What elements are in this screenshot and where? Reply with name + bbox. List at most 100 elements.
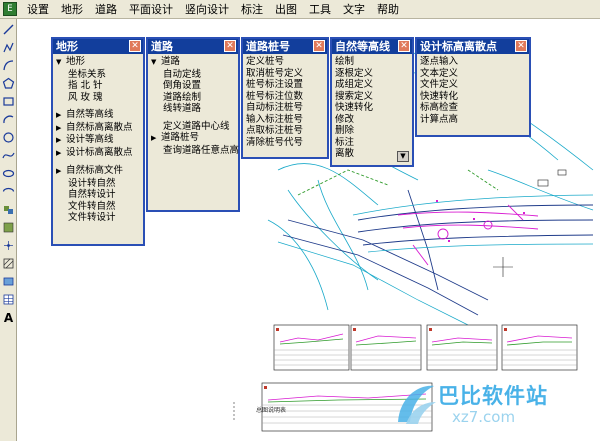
rectangle-tool-icon[interactable] xyxy=(1,94,16,109)
terrain-submenu[interactable]: ▶自然等高线 xyxy=(56,109,114,120)
menu-road[interactable]: 道路 xyxy=(95,2,117,16)
circle-tool-icon[interactable] xyxy=(1,130,16,145)
terrain-item[interactable]: 指 北 针 xyxy=(68,80,103,91)
contour-item[interactable]: 修改 xyxy=(335,113,355,125)
elevation-item[interactable]: 快速转化 xyxy=(420,90,459,102)
terrain-item[interactable]: 文件转自然 xyxy=(68,200,116,212)
elevation-palette: 设计标高离散点 ✕ 逐点输入 文本定义 文件定义 快速转化 标高检查 计算点高 xyxy=(415,37,531,137)
road-submenu[interactable]: ▶道路桩号 xyxy=(151,132,200,143)
stake-item[interactable]: 点取标注桩号 xyxy=(246,125,304,136)
road-item[interactable]: 道路绘制 xyxy=(163,91,202,103)
watermark-url: xz7.com xyxy=(452,408,516,426)
menu-settings[interactable]: 设置 xyxy=(27,2,49,16)
hatch-tool-icon[interactable] xyxy=(1,256,16,271)
contour-item[interactable]: 搜索定义 xyxy=(335,90,374,102)
elevation-item[interactable]: 文本定义 xyxy=(420,67,459,79)
contour-palette-title[interactable]: 自然等高线 ✕ xyxy=(332,39,412,54)
contour-item[interactable]: 逐根定义 xyxy=(335,67,374,79)
terrain-group[interactable]: ▼地形 xyxy=(56,56,86,67)
close-icon[interactable]: ✕ xyxy=(515,40,527,52)
terrain-item[interactable]: 设计转自然 xyxy=(68,177,116,189)
close-icon[interactable]: ✕ xyxy=(313,40,325,52)
point-tool-icon[interactable] xyxy=(1,238,16,253)
watermark: 巴比软件站 xz7.com xyxy=(392,378,597,433)
close-icon[interactable]: ✕ xyxy=(129,40,141,52)
terrain-item[interactable]: 文件转设计 xyxy=(68,212,116,223)
watermark-text: 巴比软件站 xyxy=(438,384,548,408)
menu-terrain[interactable]: 地形 xyxy=(61,2,83,16)
road-drawing xyxy=(233,49,594,432)
stake-item[interactable]: 输入标注桩号 xyxy=(246,113,304,125)
road-item[interactable]: 线转道路 xyxy=(163,103,202,114)
scroll-down-icon[interactable]: ▼ xyxy=(397,151,409,162)
stake-item[interactable]: 桩号标注位数 xyxy=(246,90,304,102)
road-item[interactable]: 查询道路任意点高 xyxy=(163,144,240,156)
terrain-submenu[interactable]: ▶设计等高线 xyxy=(56,134,114,145)
stake-item[interactable]: 清除桩号代号 xyxy=(246,136,304,148)
road-item[interactable]: 定义道路中心线 xyxy=(163,120,230,132)
stake-item[interactable]: 取消桩号定义 xyxy=(246,67,304,79)
expand-icon: ▶ xyxy=(56,148,62,157)
menubar: E 设置 地形 道路 平面设计 竖向设计 标注 出图 工具 文字 帮助 xyxy=(0,0,600,19)
expand-icon: ▶ xyxy=(151,134,157,142)
region-tool-icon[interactable] xyxy=(1,274,16,289)
terrain-submenu[interactable]: ▶自然标高文件 xyxy=(56,165,124,176)
menu-tools[interactable]: 工具 xyxy=(309,2,331,16)
road-item[interactable]: 自动定线 xyxy=(163,68,202,80)
contour-item[interactable]: 标注 xyxy=(335,136,355,148)
polygon-tool-icon[interactable] xyxy=(1,76,16,91)
menu-annotation[interactable]: 标注 xyxy=(241,2,263,16)
stake-item[interactable]: 桩号标注设置 xyxy=(246,79,304,90)
table-tool-icon[interactable] xyxy=(1,292,16,307)
sheet-caption: 总图说明表 xyxy=(256,407,287,414)
elevation-palette-title[interactable]: 设计标高离散点 ✕ xyxy=(417,39,529,54)
menu-vertical-design[interactable]: 竖向设计 xyxy=(185,2,229,16)
expand-icon: ▶ xyxy=(56,167,62,175)
elevation-item[interactable]: 标高检查 xyxy=(420,102,459,113)
contour-item[interactable]: 离散 xyxy=(335,148,355,159)
menu-plan-design[interactable]: 平面设计 xyxy=(129,2,173,16)
elevation-item[interactable]: 逐点输入 xyxy=(420,56,459,67)
contour-item[interactable]: 快速转化 xyxy=(335,102,374,113)
road-group[interactable]: ▼道路 xyxy=(151,56,181,67)
watermark-logo-icon xyxy=(398,385,436,424)
menu-help[interactable]: 帮助 xyxy=(377,2,399,16)
elevation-item[interactable]: 计算点高 xyxy=(420,113,459,125)
road-palette: 道路 ✕ ▼道路 自动定线 倒角设置 道路绘制 线转道路 定义道路中心线 ▶道路… xyxy=(146,37,240,212)
contour-item[interactable]: 绘制 xyxy=(335,56,355,67)
polyline-tool-icon[interactable] xyxy=(1,40,16,55)
text-tool-icon[interactable]: A xyxy=(3,310,14,325)
ellipse-arc-tool-icon[interactable] xyxy=(1,184,16,199)
road-item[interactable]: 倒角设置 xyxy=(163,80,202,91)
road-palette-title[interactable]: 道路 ✕ xyxy=(148,39,238,54)
app-icon[interactable]: E xyxy=(3,2,17,16)
stake-item[interactable]: 定义桩号 xyxy=(246,56,285,67)
arc3-tool-icon[interactable] xyxy=(1,112,16,127)
collapse-icon: ▼ xyxy=(56,58,62,66)
stake-palette: 道路桩号 ✕ 定义桩号 取消桩号定义 桩号标注设置 桩号标注位数 自动标注桩号 … xyxy=(241,37,329,159)
menu-text[interactable]: 文字 xyxy=(343,2,365,16)
terrain-item[interactable]: 风 玫 瑰 xyxy=(68,91,103,103)
terrain-item[interactable]: 坐标关系 xyxy=(68,68,107,80)
terrain-submenu[interactable]: ▶设计标高离散点 xyxy=(56,146,133,158)
ellipse-tool-icon[interactable] xyxy=(1,166,16,181)
block-tool-icon[interactable] xyxy=(1,202,16,217)
stake-item[interactable]: 自动标注桩号 xyxy=(246,102,304,113)
spline-tool-icon[interactable] xyxy=(1,148,16,163)
line-tool-icon[interactable] xyxy=(1,22,16,37)
stake-palette-title[interactable]: 道路桩号 ✕ xyxy=(243,39,327,54)
terrain-item[interactable]: 自然转设计 xyxy=(68,189,116,200)
terrain-submenu[interactable]: ▶自然标高离散点 xyxy=(56,121,133,133)
close-icon[interactable]: ✕ xyxy=(398,40,410,52)
contour-item[interactable]: 删除 xyxy=(335,125,355,136)
expand-icon: ▶ xyxy=(56,136,62,144)
close-icon[interactable]: ✕ xyxy=(224,40,236,52)
contour-item[interactable]: 成组定义 xyxy=(335,79,374,90)
draw-toolbar: A xyxy=(0,19,17,441)
terrain-palette-title[interactable]: 地形 ✕ xyxy=(53,39,143,54)
elevation-item[interactable]: 文件定义 xyxy=(420,79,459,90)
insert-tool-icon[interactable] xyxy=(1,220,16,235)
terrain-palette: 地形 ✕ ▼地形 坐标关系 指 北 针 风 玫 瑰 ▶自然等高线 ▶自然标高离散… xyxy=(51,37,145,246)
arc-tool-icon[interactable] xyxy=(1,58,16,73)
menu-plot[interactable]: 出图 xyxy=(275,2,297,16)
